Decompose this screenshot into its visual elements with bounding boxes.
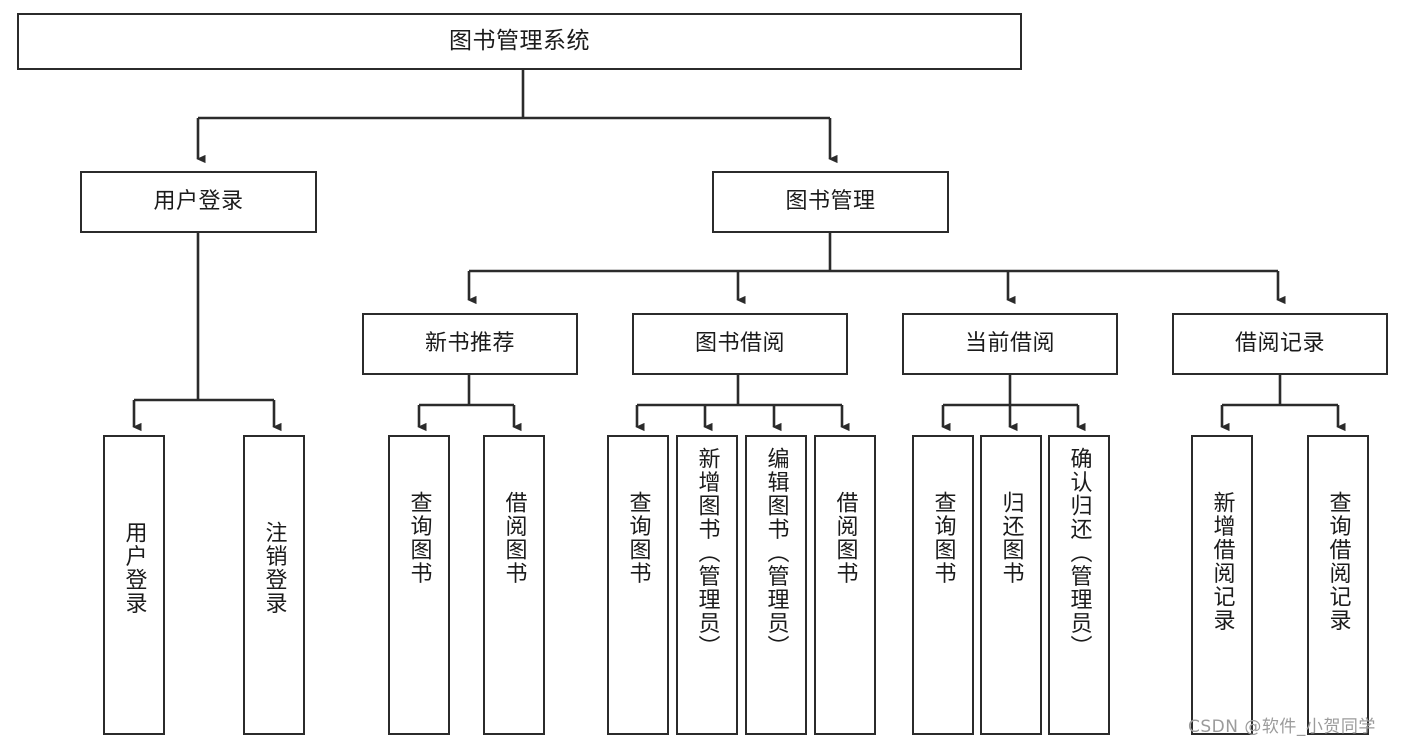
node-book-borrow[interactable]: 图书借阅 bbox=[632, 313, 848, 375]
node-label: 图书管理 bbox=[785, 189, 876, 215]
node-borrow-record[interactable]: 借阅记录 bbox=[1172, 313, 1388, 375]
node-label: 图书管理系统 bbox=[449, 27, 590, 54]
node-label: 查询图书 bbox=[625, 491, 651, 585]
node-new-book-recommend[interactable]: 新书推荐 bbox=[362, 313, 578, 375]
node-label: 注销登录 bbox=[261, 521, 287, 615]
node-label: 查询图书 bbox=[930, 491, 956, 585]
node-user-login[interactable]: 用户登录 bbox=[80, 171, 317, 233]
leaf-query-book-recommend[interactable]: 查询图书 bbox=[388, 435, 450, 735]
leaf-user-login[interactable]: 用户登录 bbox=[103, 435, 165, 735]
node-book-management[interactable]: 图书管理 bbox=[712, 171, 949, 233]
node-label: 新增图书（管理员） bbox=[694, 447, 720, 659]
leaf-add-borrow-record[interactable]: 新增借阅记录 bbox=[1191, 435, 1253, 735]
node-label: 借阅记录 bbox=[1234, 331, 1325, 357]
leaf-add-book-admin[interactable]: 新增图书（管理员） bbox=[676, 435, 738, 735]
node-label: 查询借阅记录 bbox=[1325, 491, 1351, 632]
node-label: 编辑图书（管理员） bbox=[763, 447, 789, 659]
leaf-borrow-book-recommend[interactable]: 借阅图书 bbox=[483, 435, 545, 735]
node-label: 借阅图书 bbox=[501, 491, 527, 585]
leaf-edit-book-admin[interactable]: 编辑图书（管理员） bbox=[745, 435, 807, 735]
leaf-query-book-borrow[interactable]: 查询图书 bbox=[607, 435, 669, 735]
leaf-confirm-return-admin[interactable]: 确认归还（管理员） bbox=[1048, 435, 1110, 735]
node-label: 确认归还（管理员） bbox=[1066, 447, 1092, 659]
leaf-return-book[interactable]: 归还图书 bbox=[980, 435, 1042, 735]
node-label: 新书推荐 bbox=[424, 331, 515, 357]
node-label: 用户登录 bbox=[121, 521, 147, 615]
leaf-borrow-book[interactable]: 借阅图书 bbox=[814, 435, 876, 735]
node-current-borrow[interactable]: 当前借阅 bbox=[902, 313, 1118, 375]
node-label: 新增借阅记录 bbox=[1209, 491, 1235, 632]
node-label: 用户登录 bbox=[153, 189, 244, 215]
watermark-text: CSDN @软件_小贺同学 bbox=[1188, 717, 1376, 737]
leaf-user-logout[interactable]: 注销登录 bbox=[243, 435, 305, 735]
node-label: 当前借阅 bbox=[964, 331, 1055, 357]
leaf-query-book-current[interactable]: 查询图书 bbox=[912, 435, 974, 735]
node-label: 查询图书 bbox=[406, 491, 432, 585]
node-root-system[interactable]: 图书管理系统 bbox=[17, 13, 1022, 70]
leaf-query-borrow-record[interactable]: 查询借阅记录 bbox=[1307, 435, 1369, 735]
node-label: 归还图书 bbox=[998, 491, 1024, 585]
node-label: 借阅图书 bbox=[832, 491, 858, 585]
node-label: 图书借阅 bbox=[694, 331, 785, 357]
